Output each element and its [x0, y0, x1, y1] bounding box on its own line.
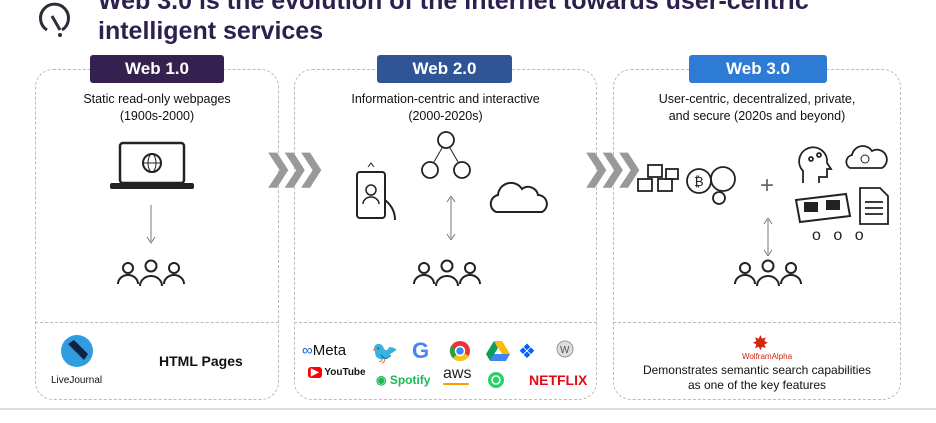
network-users-icon	[420, 130, 472, 187]
wikipedia-logo-icon: W	[556, 340, 574, 367]
users-icon	[733, 258, 803, 295]
web1-description: Static read-only webpages(1900s-2000)	[83, 92, 231, 123]
google-logo-icon: G	[412, 338, 430, 363]
crypto-coins-icon: ₿	[685, 163, 741, 210]
ai-head-icon	[795, 143, 835, 190]
svg-text:₿: ₿	[694, 174, 704, 189]
chevrons-icon: ❯❯❯	[264, 149, 326, 187]
blockchain-blocks-icon	[634, 163, 682, 204]
web1-label: Web 1.0	[90, 55, 224, 83]
cloud-sync-icon	[842, 144, 888, 175]
divider	[294, 322, 597, 323]
google-drive-logo-icon	[486, 341, 510, 366]
users-icon	[116, 258, 186, 295]
divider	[613, 322, 901, 323]
chrome-logo-icon	[449, 340, 471, 367]
footer-divider	[0, 408, 936, 410]
spotify-logo: ◉ Spotify	[376, 373, 431, 387]
arrow-down-icon	[146, 205, 156, 250]
web2-description: Information-centric and interactive(2000…	[351, 92, 540, 123]
html-pages-label: HTML Pages	[159, 353, 243, 369]
divider	[35, 322, 279, 323]
document-icon	[858, 186, 890, 231]
web3-label: Web 3.0	[689, 55, 827, 83]
phone-user-icon	[354, 162, 400, 227]
laptop-globe-icon	[110, 141, 194, 196]
company-logo-icon	[32, 0, 82, 45]
whatsapp-logo-icon	[487, 371, 505, 394]
svg-text:W: W	[560, 345, 570, 356]
livejournal-label: LiveJournal	[51, 375, 103, 386]
plus-sign: +	[760, 172, 775, 199]
aws-logo: aws	[443, 365, 471, 385]
arrow-updown-icon	[763, 217, 773, 261]
web3-description: User-centric, decentralized, private,and…	[658, 92, 856, 123]
wolframalpha-logo-icon: ✸	[752, 333, 769, 355]
page-title: Web 3.0 is the evolution of the internet…	[98, 0, 809, 45]
twitter-logo-icon: 🐦	[371, 340, 399, 365]
vr-glasses-icon	[794, 192, 852, 229]
users-icon	[412, 258, 482, 295]
netflix-logo: NETFLIX	[529, 372, 588, 388]
arrow-updown-icon	[446, 195, 456, 245]
meta-logo: ∞Meta	[302, 342, 347, 359]
wolframalpha-label: WolframAlpha	[741, 352, 793, 361]
more-dots: o o o	[812, 227, 868, 244]
youtube-logo: ▶ YouTube	[308, 367, 366, 378]
chevrons-icon: ❯❯❯	[582, 149, 644, 187]
livejournal-logo-icon	[60, 334, 94, 373]
dropbox-logo-icon: ❖	[518, 341, 536, 363]
web2-label: Web 2.0	[377, 55, 512, 83]
cloud-icon	[486, 180, 552, 221]
wolfram-description: Demonstrates semantic search capabilitie…	[642, 363, 872, 392]
